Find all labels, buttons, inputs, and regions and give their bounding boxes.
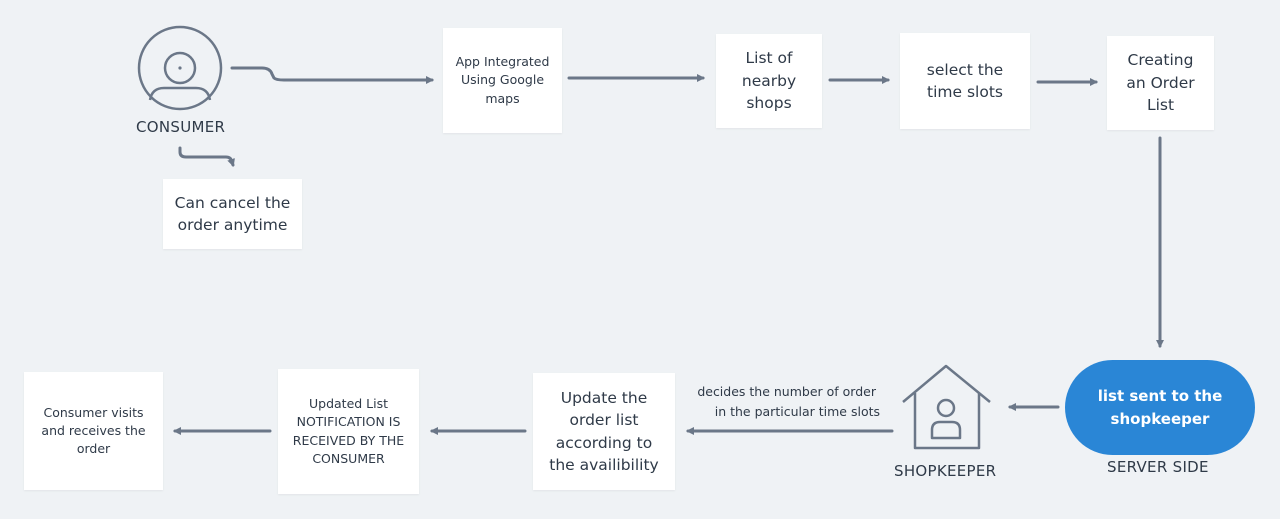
box-google-maps-text: App Integrated Using Google maps: [455, 54, 550, 106]
box-cancel-order: Can cancel the order anytime: [163, 179, 302, 249]
shopkeeper-label: SHOPKEEPER: [894, 462, 997, 480]
box-consumer-visits-text: Consumer visits and receives the order: [41, 404, 146, 457]
box-update-order: Update the order list according to the a…: [533, 373, 675, 490]
server-side-label: SERVER SIDE: [1107, 458, 1209, 476]
box-nearby-shops-text: List of nearby shops: [741, 49, 797, 113]
box-time-slots-text: select the time slots: [926, 60, 1004, 101]
box-order-list: Creating an Order List: [1107, 36, 1214, 130]
box-notification: Updated List NOTIFICATION IS RECEIVED BY…: [278, 369, 419, 494]
arrow-consumer-to-maps: [230, 66, 434, 84]
box-notification-text: Updated List NOTIFICATION IS RECEIVED BY…: [292, 396, 405, 466]
consumer-icon: [137, 25, 223, 111]
server-pill-text: list sent to the shopkeeper: [1097, 387, 1223, 428]
server-pill: list sent to the shopkeeper: [1065, 360, 1255, 455]
box-time-slots: select the time slots: [900, 33, 1030, 129]
decision-note: decides the number of order in the parti…: [680, 382, 880, 422]
box-consumer-visits: Consumer visits and receives the order: [24, 372, 163, 490]
arrow-consumer-to-cancel: [178, 146, 235, 167]
box-cancel-order-text: Can cancel the order anytime: [174, 193, 291, 234]
decision-note-line1: decides the number of order: [697, 384, 876, 399]
box-order-list-text: Creating an Order List: [1126, 51, 1195, 115]
consumer-label: CONSUMER: [136, 118, 226, 136]
house-icon: [902, 364, 991, 450]
box-google-maps: App Integrated Using Google maps: [443, 28, 562, 133]
box-nearby-shops: List of nearby shops: [716, 34, 822, 128]
decision-note-line2: in the particular time slots: [714, 404, 880, 419]
box-update-order-text: Update the order list according to the a…: [549, 388, 659, 474]
